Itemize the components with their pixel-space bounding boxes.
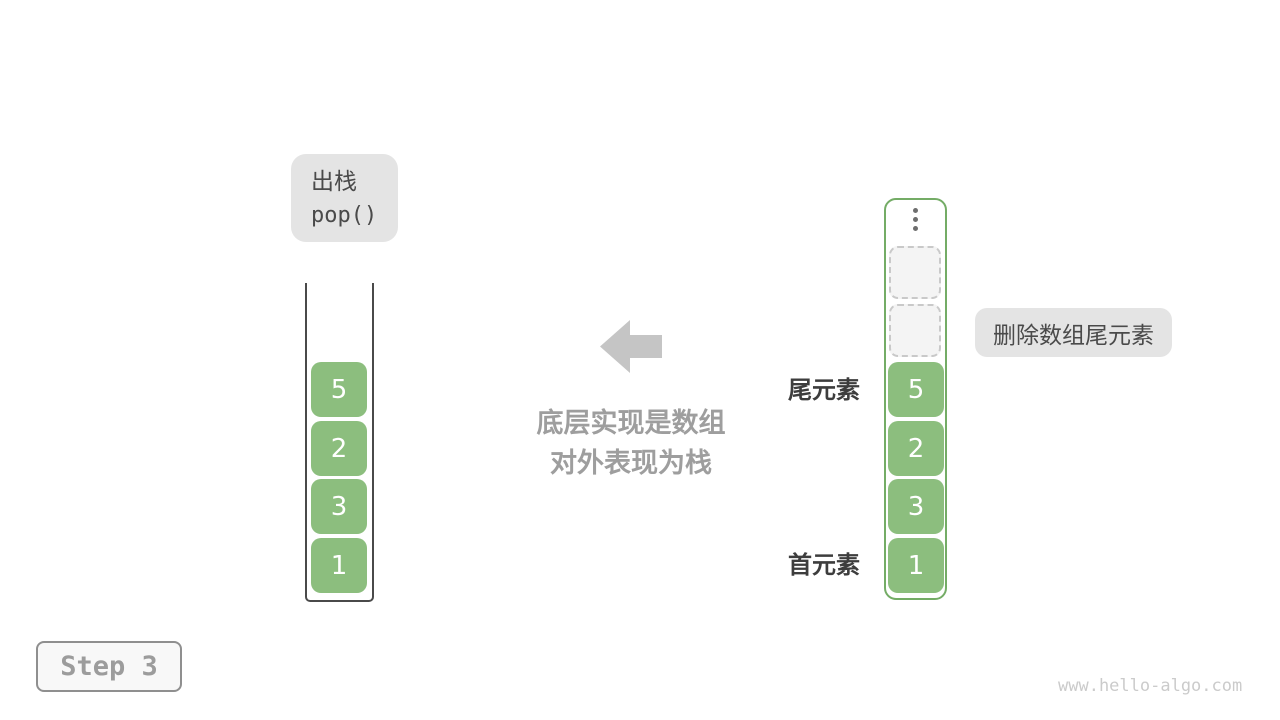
stack-cell-5: 5: [311, 362, 367, 417]
caption-line1: 底层实现是数组: [536, 408, 726, 439]
array-cell-5: 5: [888, 362, 944, 417]
array-cell-2: 2: [888, 421, 944, 476]
delete-note-label: 删除数组尾元素: [975, 308, 1172, 357]
pop-label-code: pop(): [311, 203, 378, 228]
tail-element-label: 尾元素: [788, 376, 860, 404]
head-element-label: 首元素: [788, 551, 860, 579]
watermark: www.hello-algo.com: [1058, 676, 1243, 696]
array-cell-3: 3: [888, 479, 944, 534]
array-cell-1: 1: [888, 538, 944, 593]
empty-slot: [889, 304, 941, 357]
empty-slot: [889, 246, 941, 299]
stack-cell-2: 2: [311, 421, 367, 476]
caption: 底层实现是数组 对外表现为栈: [481, 404, 781, 484]
stack-cell-1: 1: [311, 538, 367, 593]
step-badge: Step 3: [36, 641, 182, 692]
left-arrow-icon: [600, 320, 662, 373]
pop-operation-label: 出栈 pop(): [291, 154, 398, 242]
ellipsis-icon: [913, 208, 918, 231]
caption-line2: 对外表现为栈: [550, 448, 712, 479]
stack-cell-3: 3: [311, 479, 367, 534]
pop-label-text: 出栈: [311, 169, 357, 195]
